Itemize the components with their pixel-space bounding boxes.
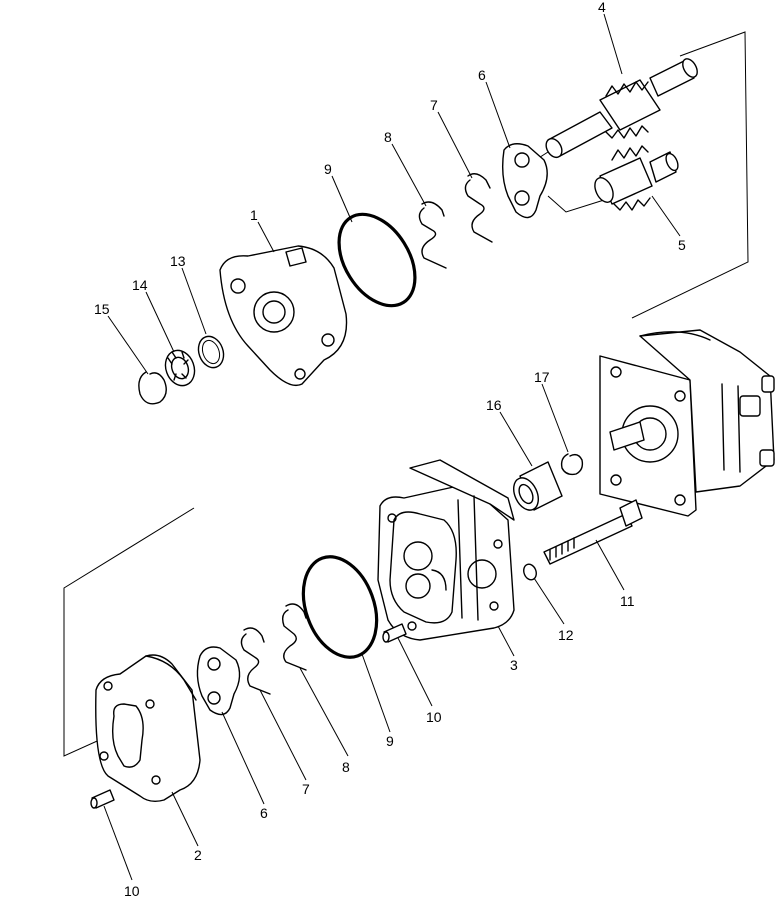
leader-1 [257, 221, 275, 253]
leader-15 [107, 315, 149, 375]
leader-8-lower [299, 667, 349, 757]
callout-6-upper: 6 [478, 67, 486, 83]
callout-5: 5 [678, 237, 686, 253]
snap-ring-13 [197, 335, 225, 369]
callout-14: 14 [132, 277, 148, 293]
driven-gear [594, 145, 679, 211]
lower-assembly-bracket [63, 507, 195, 757]
bushing [513, 461, 563, 511]
callout-7-lower: 7 [302, 781, 310, 797]
front-cover [219, 245, 348, 387]
leader-10-mid [397, 637, 433, 707]
leader-6-upper [485, 81, 511, 149]
upper-assembly-bracket [631, 31, 749, 319]
callout-10-lower: 10 [124, 883, 140, 899]
leader-6-lower [221, 711, 265, 805]
motor-housing [599, 329, 775, 517]
leader-9-lower [361, 653, 391, 733]
leader-8-upper [391, 143, 427, 207]
callout-12: 12 [558, 627, 574, 643]
leader-7-lower [259, 689, 307, 781]
wire-seal-lower [240, 627, 271, 695]
backup-ring-lower [281, 603, 307, 671]
callout-16: 16 [486, 397, 502, 413]
leader-3 [497, 625, 515, 657]
callout-2: 2 [194, 847, 202, 863]
callout-9-lower: 9 [386, 733, 394, 749]
dowel-pin-mid [382, 623, 407, 643]
callout-10-mid: 10 [426, 709, 442, 725]
bolt [543, 499, 643, 565]
leader-13 [181, 267, 207, 335]
backup-ring-upper [418, 201, 447, 269]
gear-connector-line-2 [547, 195, 605, 213]
lock-washer [523, 563, 537, 581]
leader-2 [171, 791, 199, 847]
leader-10-lower [103, 805, 133, 881]
callout-17: 17 [534, 369, 550, 385]
retaining-ring [138, 371, 167, 405]
callout-6-lower: 6 [260, 805, 268, 821]
callout-8-lower: 8 [342, 759, 350, 775]
callout-7-upper: 7 [430, 97, 438, 113]
leader-4 [603, 13, 623, 75]
dowel-pin-lower [90, 789, 115, 809]
leader-14 [145, 291, 175, 353]
callout-8-upper: 8 [384, 129, 392, 145]
side-plate-lower [196, 646, 241, 716]
callout-1: 1 [250, 207, 258, 223]
leader-7-upper [437, 111, 473, 179]
snap-ring-17 [560, 453, 584, 476]
gear-housing [377, 459, 515, 641]
leader-16 [499, 411, 533, 467]
callout-15: 15 [94, 301, 110, 317]
rear-cover [95, 654, 201, 803]
callout-3: 3 [510, 657, 518, 673]
drive-gear-shaft [545, 58, 698, 159]
leader-17 [541, 383, 569, 453]
side-plate-upper [501, 143, 548, 219]
wire-seal-upper [464, 173, 493, 243]
callout-11: 11 [620, 593, 635, 609]
o-ring-lower [301, 555, 379, 659]
callout-9-upper: 9 [324, 161, 332, 177]
leader-11 [595, 539, 625, 591]
leader-12 [533, 577, 565, 625]
snap-ring-13-inner [201, 339, 221, 365]
bearing [164, 349, 196, 387]
leader-5 [651, 195, 681, 237]
leader-9-upper [331, 175, 353, 223]
callout-13: 13 [170, 253, 186, 269]
callout-4: 4 [598, 0, 606, 15]
